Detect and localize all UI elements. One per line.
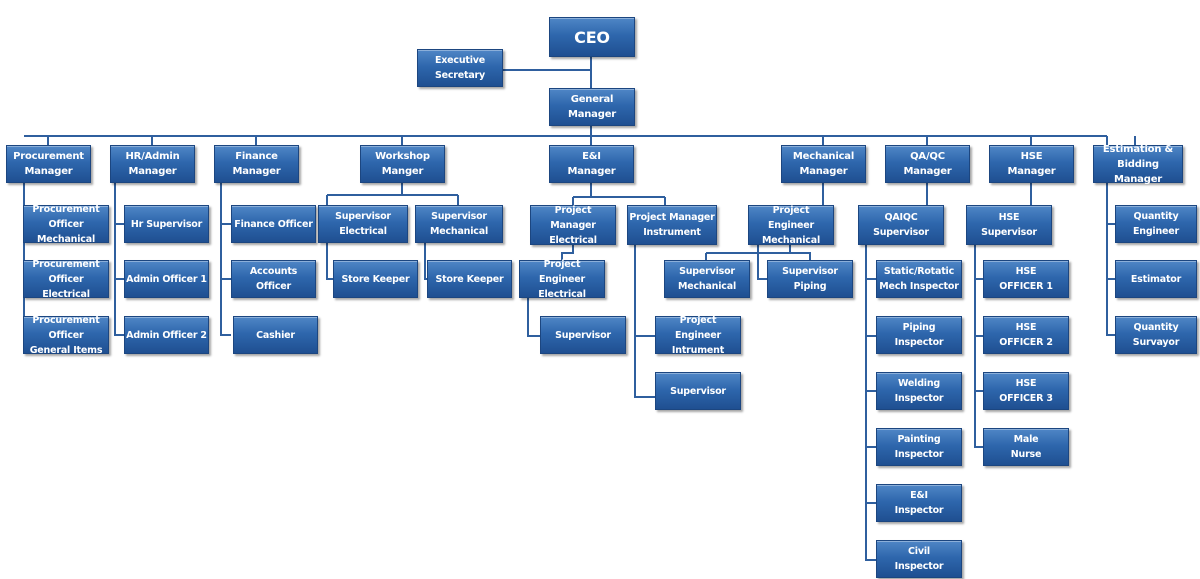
org-node-ei-pei: Project Engineer Intrument xyxy=(655,315,741,356)
org-node-qa3: Welding Inspector xyxy=(876,372,962,410)
org-node-fin2: Accounts Officer xyxy=(231,260,316,298)
org-node-proc3: Procurement Officer General Items xyxy=(23,315,109,356)
org-node-est3: Quantity Survayor xyxy=(1115,316,1197,354)
org-node-qa1: Static/Rotatic Mech Inspector xyxy=(876,260,962,298)
org-node-ei-pme: Project Manager Electrical xyxy=(530,205,616,246)
org-node-ws-sm: Supervisor Mechanical xyxy=(415,205,503,243)
org-node-hr2: Admin Officer 1 xyxy=(124,260,209,298)
org-node-hse3: HSE OFFICER 3 xyxy=(983,372,1069,410)
org-node-hr3: Admin Officer 2 xyxy=(124,316,209,354)
org-node-mech-sp: Supervisor Piping xyxy=(767,260,853,298)
org-node-qa-mgr: QA/QC Manager xyxy=(885,145,970,183)
org-node-ei-pmi: Project Manager Instrument xyxy=(627,205,717,245)
org-node-ei-sup2: Supervisor xyxy=(655,372,741,410)
org-node-est-mgr: Estimation & Bidding Manager xyxy=(1093,144,1183,185)
org-node-proc2: Procurement Officer Electrical xyxy=(23,259,109,300)
org-node-mech-pe: Project Engineer Mechanical xyxy=(748,205,834,246)
org-node-fin3: Cashier xyxy=(233,316,318,354)
org-node-qa-sup: QAIQC Supervisor xyxy=(858,205,944,245)
org-node-ei-mgr: E&I Manager xyxy=(549,145,634,183)
org-node-gm: General Manager xyxy=(549,88,635,126)
org-node-qa6: Civil Inspector xyxy=(876,540,962,578)
org-node-hse4: Male Nurse xyxy=(983,428,1069,466)
org-node-proc-mgr: Procurement Manager xyxy=(6,145,91,183)
org-node-qa4: Painting Inspector xyxy=(876,428,962,466)
org-node-hse-sup: HSE Supervisor xyxy=(966,205,1052,245)
org-node-mech-sm: Supervisor Mechanical xyxy=(664,260,750,298)
org-node-ceo: CEO xyxy=(549,17,635,57)
org-node-est2: Estimator xyxy=(1115,260,1197,298)
org-node-hse-mgr: HSE Manager xyxy=(989,145,1074,183)
org-node-ei-sup1: Supervisor xyxy=(540,316,626,354)
org-node-ws-mgr: Workshop Manger xyxy=(360,145,445,183)
org-node-ws-sk2: Store Keeper xyxy=(427,260,512,298)
org-node-fin-mgr: Finance Manager xyxy=(214,145,299,183)
org-node-proc1: Procurement Officer Mechanical xyxy=(23,204,109,245)
org-node-mech-mgr: Mechanical Manager xyxy=(781,145,866,183)
org-node-exec-sec: Executive Secretary xyxy=(417,49,503,87)
org-node-ws-se: Supervisor Electrical xyxy=(318,205,408,243)
org-node-fin1: Finance Officer xyxy=(231,205,316,243)
org-node-hse2: HSE OFFICER 2 xyxy=(983,316,1069,354)
org-node-hse1: HSE OFFICER 1 xyxy=(983,260,1069,298)
org-node-est1: Quantity Engineer xyxy=(1115,205,1197,243)
org-node-ws-sk1: Store Keeper xyxy=(333,260,418,298)
org-node-hr1: Hr Supervisor xyxy=(124,205,209,243)
org-node-ei-pee: Project Engineer Electrical xyxy=(519,259,605,300)
org-node-qa2: Piping Inspector xyxy=(876,316,962,354)
org-node-qa5: E&I Inspector xyxy=(876,484,962,522)
org-node-hr-mgr: HR/Admin Manager xyxy=(110,145,195,183)
